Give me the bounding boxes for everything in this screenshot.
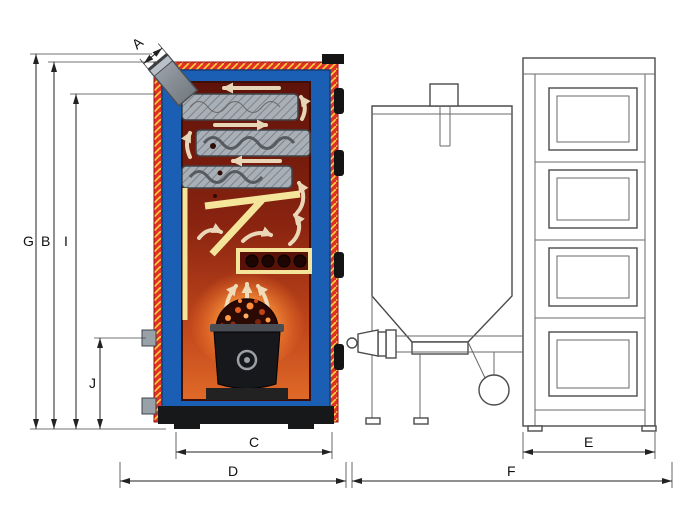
dimensions-right: E F	[351, 432, 673, 488]
air-nozzle	[261, 254, 275, 268]
dim-label-d: D	[228, 463, 238, 479]
flue-baffle	[182, 188, 301, 320]
drive-strut	[467, 341, 487, 381]
door-panel	[548, 169, 638, 229]
burner	[206, 298, 288, 400]
door-panel	[548, 247, 638, 307]
burner-base	[206, 388, 288, 400]
flow-arrow	[241, 226, 273, 243]
door-hinge	[334, 252, 344, 278]
boiler-front-outline	[522, 57, 657, 432]
soot-drips	[210, 143, 223, 198]
hopper-fill-port	[429, 83, 459, 107]
heat-exchanger-slab	[181, 93, 299, 121]
foot	[527, 425, 543, 432]
extension-line	[139, 58, 150, 70]
feeder-flange	[385, 329, 397, 359]
hopper-outlet	[411, 341, 469, 355]
foot	[174, 424, 200, 429]
door-panels	[548, 87, 638, 397]
burner-swirl-icon	[244, 357, 250, 363]
air-nozzle	[245, 254, 259, 268]
heat-exchanger-slab	[181, 165, 293, 189]
door-hinge	[334, 344, 344, 370]
door-panel-inner	[556, 255, 630, 299]
door-panel	[548, 87, 638, 151]
top-cap	[322, 54, 344, 64]
feeder-flange	[377, 331, 387, 357]
dim-label-a: A	[129, 34, 147, 53]
hopper-body	[371, 105, 513, 343]
door-panel-inner	[556, 339, 630, 389]
door-hinges	[322, 54, 344, 370]
dim-label-j: J	[89, 375, 96, 391]
door-panel	[548, 331, 638, 397]
flow-arrow	[197, 223, 223, 240]
heat-exchanger	[181, 93, 311, 189]
drive-motor	[478, 374, 510, 406]
dim-label-e: E	[584, 434, 593, 450]
dim-label-f: F	[507, 463, 516, 479]
base-plate	[158, 406, 334, 424]
hopper-outline	[365, 83, 513, 425]
boiler-assembly-outline	[346, 57, 657, 432]
heat-exchanger-slab	[195, 129, 311, 157]
dim-label-g: G	[23, 233, 34, 249]
door-panel-inner	[556, 95, 630, 143]
tube-coil	[188, 170, 264, 184]
foot	[641, 425, 657, 432]
water-connection-stub	[141, 397, 157, 415]
dimension-line-a	[143, 47, 163, 64]
secondary-air-duct	[236, 248, 312, 274]
motor-shaft	[346, 337, 358, 349]
foot	[288, 424, 314, 429]
flow-arrow	[299, 95, 311, 121]
door-panel-inner	[556, 177, 630, 221]
foot	[365, 417, 381, 425]
dim-label-b: B	[41, 233, 50, 249]
extension-line	[157, 43, 168, 55]
flow-arrow	[295, 181, 309, 215]
baffle-plate	[209, 197, 265, 257]
tube-coil	[189, 101, 281, 113]
feeder-motor	[357, 329, 379, 357]
auger-feeder	[346, 329, 523, 406]
baffle-plate	[204, 190, 301, 210]
door-hinge	[334, 150, 344, 176]
flow-arrow	[181, 131, 192, 159]
boiler-cross-section	[141, 53, 344, 429]
air-nozzle	[293, 254, 307, 268]
flow-arrow	[288, 213, 305, 246]
foot	[413, 417, 429, 425]
tube-coil	[202, 136, 296, 150]
dim-label-c: C	[249, 434, 259, 450]
dim-label-i: I	[64, 233, 68, 249]
burner-rim	[210, 324, 284, 332]
burner-swirl-icon	[236, 349, 258, 371]
door-hinge	[334, 88, 344, 114]
air-nozzle	[277, 254, 291, 268]
